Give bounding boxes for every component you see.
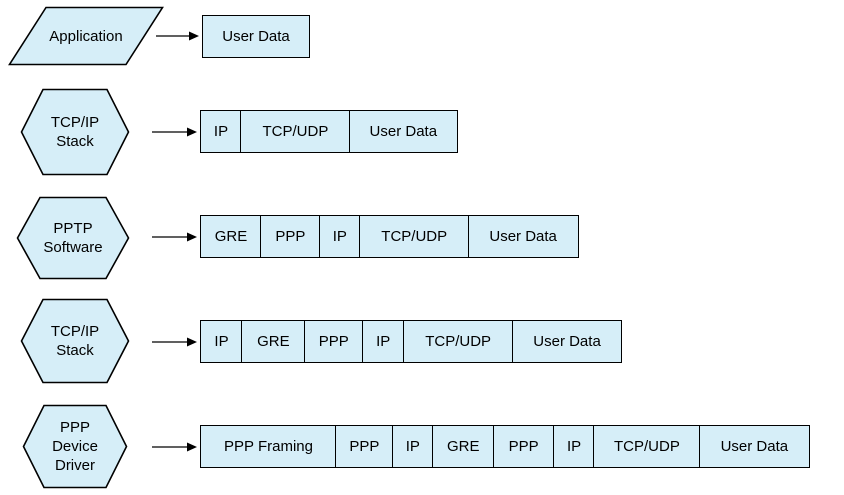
arrow-icon (152, 442, 197, 452)
stage-label-line: Device (52, 438, 98, 455)
hexagon-icon (22, 404, 128, 489)
packet-cell: PPP (260, 215, 321, 258)
packet-cell: TCP/UDP (593, 425, 701, 468)
stage-label-line: TCP/IP (50, 323, 100, 340)
packet-cell: IP (362, 320, 405, 363)
packet-cell: TCP/UDP (359, 215, 470, 258)
packet-cell: PPP (335, 425, 394, 468)
stage-label: PPP Device Driver (52, 418, 98, 475)
stage-label: Application (49, 27, 122, 46)
packet-cell: User Data (202, 15, 310, 58)
packet-cell: IP (553, 425, 596, 468)
stage-label-line: Driver (54, 457, 95, 474)
arrow-icon (152, 337, 197, 347)
packet-cell: TCP/UDP (402, 320, 514, 363)
packet-cell: IP (200, 320, 243, 363)
stage-shape-ppp-device-driver: PPP Device Driver (22, 404, 128, 489)
hexagon-icon (20, 88, 130, 176)
packet-cell: User Data (348, 110, 458, 153)
parallelogram-icon (8, 6, 164, 66)
arrow-icon (156, 31, 199, 41)
stage-label-line: PPTP (53, 220, 93, 237)
hexagon-icon (16, 196, 130, 280)
stage-shape-application: Application (8, 6, 164, 66)
stage-label-line: Application (49, 27, 123, 45)
packet-bar: IP TCP/UDP User Data (200, 110, 458, 153)
packet-cell: IP (318, 215, 361, 258)
stage-label: TCP/IP Stack (51, 113, 99, 151)
stage-label: TCP/IP Stack (51, 322, 99, 360)
packet-cell: User Data (512, 320, 623, 363)
packet-cell: TCP/UDP (240, 110, 351, 153)
packet-bar: PPP Framing PPP IP GRE PPP IP TCP/UDP Us… (200, 425, 810, 468)
stage-label: PPTP Software (43, 219, 102, 257)
packet-cell: User Data (698, 425, 810, 468)
packet-bar: GRE PPP IP TCP/UDP User Data (200, 215, 579, 258)
packet-cell: PPP (492, 425, 555, 468)
stage-label-line: Stack (56, 342, 94, 359)
stage-label-line: TCP/IP (50, 114, 100, 131)
stage-label-line: Stack (56, 133, 94, 150)
packet-cell: PPP Framing (200, 425, 337, 468)
packet-cell: IP (200, 110, 242, 153)
arrow-icon (152, 127, 197, 137)
packet-cell: User Data (467, 215, 579, 258)
packet-cell: PPP (303, 320, 364, 363)
stage-shape-tcpip-stack-2: TCP/IP Stack (20, 298, 130, 384)
stage-shape-pptp-software: PPTP Software (16, 196, 130, 280)
packet-bar: User Data (202, 15, 310, 58)
packet-bar: IP GRE PPP IP TCP/UDP User Data (200, 320, 623, 363)
stage-shape-tcpip-stack: TCP/IP Stack (20, 88, 130, 176)
hexagon-icon (20, 298, 130, 384)
packet-cell: GRE (200, 215, 262, 258)
packet-cell: GRE (432, 425, 495, 468)
stage-label-line: Software (43, 239, 103, 256)
arrow-icon (152, 232, 197, 242)
packet-cell: GRE (241, 320, 306, 363)
packet-cell: IP (391, 425, 434, 468)
stage-label-line: PPP (59, 419, 90, 436)
